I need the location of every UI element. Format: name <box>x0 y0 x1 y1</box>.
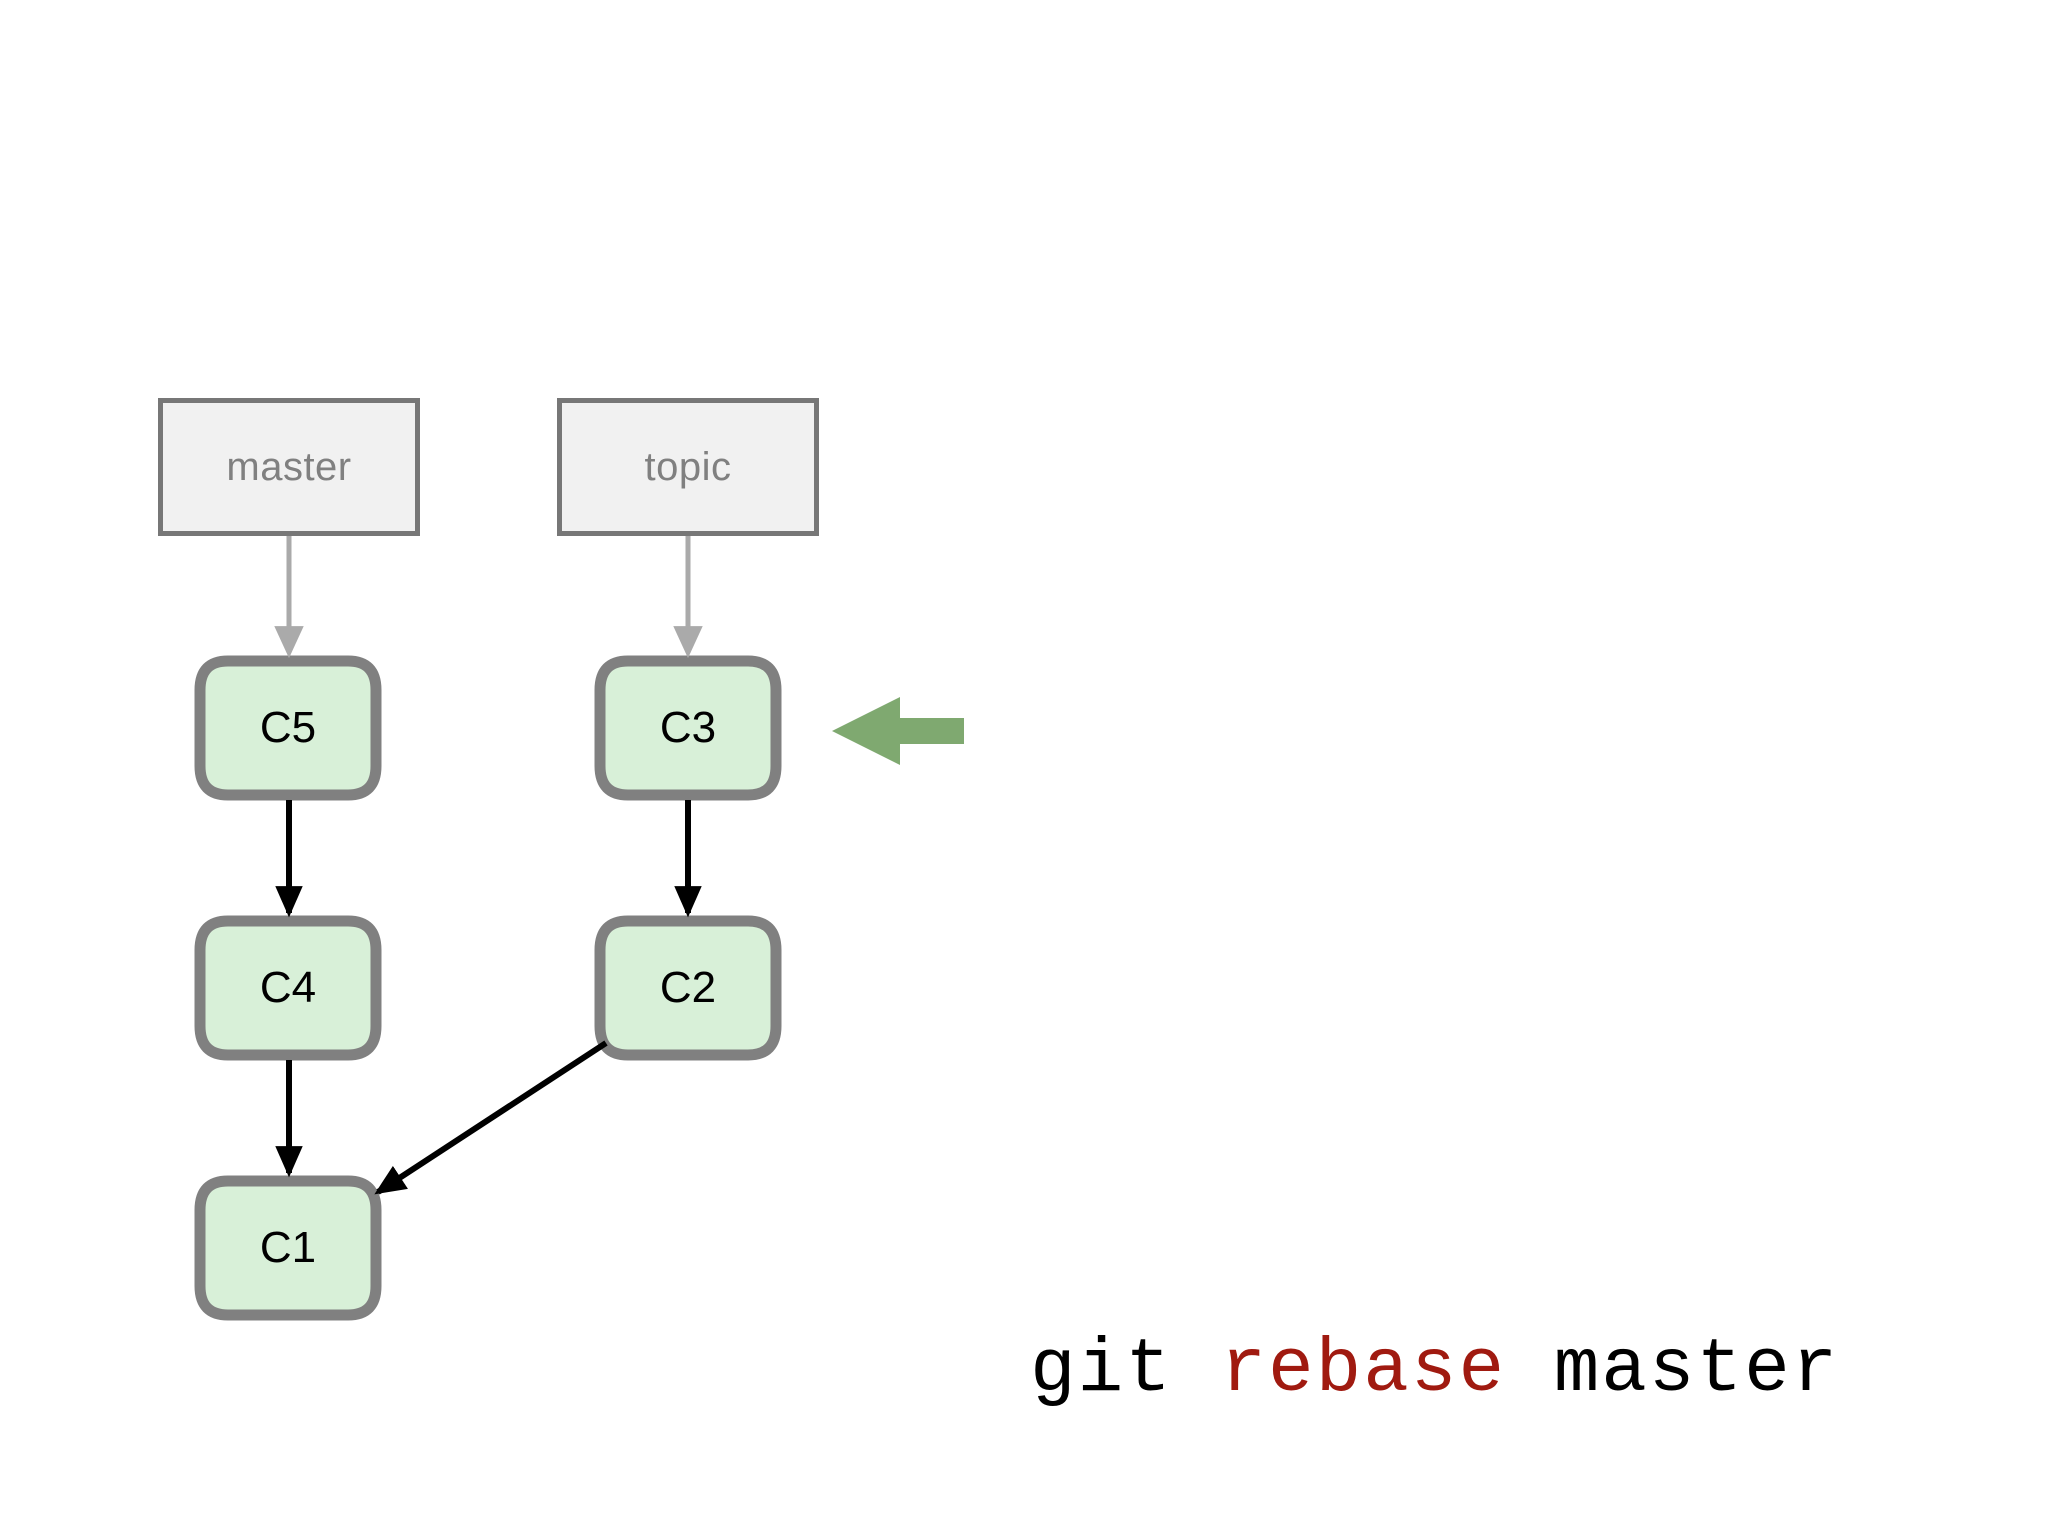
branch-label-master-text: master <box>226 444 352 489</box>
green-pointer-arrow <box>832 697 964 765</box>
branch-pointer-edges <box>274 536 703 659</box>
command-part-master: master <box>1506 1327 1840 1413</box>
commit-label-c2: C2 <box>659 963 717 1012</box>
green-arrow-shape <box>832 697 964 765</box>
commit-label-c3: C3 <box>659 703 717 752</box>
edge-c2-to-c1 <box>374 1040 608 1195</box>
commit-shape-c2 <box>594 915 782 1061</box>
commit-node-c1[interactable]: C1 <box>200 1178 376 1318</box>
branch-label-master[interactable]: master <box>158 398 420 536</box>
commit-shape-c1 <box>194 1175 382 1321</box>
commit-label-c5: C5 <box>259 703 317 752</box>
commit-shape-c5 <box>194 655 382 801</box>
commit-label-c4: C4 <box>259 963 317 1012</box>
commit-node-c3[interactable]: C3 <box>600 658 776 798</box>
branch-label-topic-text: topic <box>644 444 732 489</box>
commit-node-c2[interactable]: C2 <box>600 918 776 1058</box>
commit-shape-c3 <box>594 655 782 801</box>
command-part-rebase: rebase <box>1220 1327 1507 1413</box>
commit-node-c5[interactable]: C5 <box>200 658 376 798</box>
commit-label-c1: C1 <box>259 1223 317 1272</box>
commit-node-shapes <box>194 655 782 1321</box>
commit-node-c4[interactable]: C4 <box>200 918 376 1058</box>
commit-shape-c4 <box>194 915 382 1061</box>
command-caption: git rebase master <box>1030 1327 1839 1413</box>
command-part-git: git <box>1030 1327 1221 1413</box>
branch-label-topic[interactable]: topic <box>557 398 819 536</box>
commit-parent-edges <box>275 800 702 1195</box>
